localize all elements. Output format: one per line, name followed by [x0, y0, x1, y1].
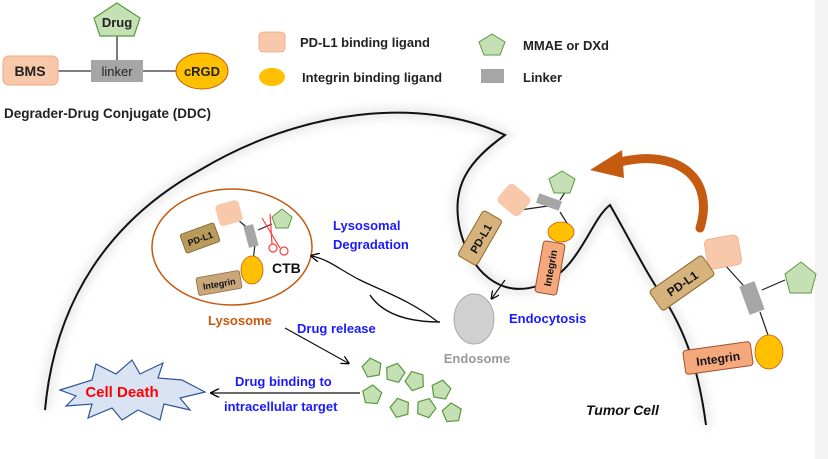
- cell-membrane: [40, 107, 711, 426]
- integrin-receptor-label: Integrin: [695, 349, 741, 369]
- payload-pentagon: [548, 170, 576, 194]
- pdl1-ligand: [497, 183, 531, 217]
- linker-label: linker: [101, 64, 133, 79]
- scissors-icon: [261, 213, 289, 256]
- payload-fragment: [271, 208, 293, 229]
- released-drug-pentagon: [389, 397, 409, 419]
- pdl1-ligand-fragment: [215, 200, 243, 226]
- integrin-ligand: [547, 221, 575, 243]
- integrin-receptor-box: [682, 341, 754, 375]
- pdl1-fragment-box: [179, 222, 221, 254]
- internalizing-conjugate: PD-L1 Integrin: [458, 170, 576, 296]
- drug-release-arrow: [284, 327, 348, 363]
- legend-linker-label: Linker: [523, 70, 562, 85]
- endosome-vesicle: [453, 293, 495, 345]
- drug-binding-label-line2: intracellular target: [224, 399, 338, 414]
- endosome-label: Endosome: [444, 351, 510, 366]
- ddc-caption: Degrader-Drug Conjugate (DDC): [4, 106, 211, 121]
- bms-label: BMS: [14, 63, 45, 79]
- legend: PD-L1 binding ligand Integrin binding li…: [258, 31, 609, 86]
- integrin-receptor: Integrin: [534, 240, 566, 296]
- crgd-ellipse: [175, 52, 229, 90]
- endosome-stalk: [369, 294, 441, 323]
- endocytosis-arrow: [492, 279, 506, 298]
- pdl1-receptor-box: [649, 255, 715, 311]
- drug-release-label: Drug release: [297, 321, 376, 336]
- cell-death-star: [58, 359, 207, 421]
- integrin-receptor: Integrin: [682, 341, 754, 375]
- membrane-line: [44, 111, 707, 426]
- bond: [759, 311, 769, 336]
- bond: [519, 205, 549, 211]
- released-drugs: [361, 357, 462, 423]
- drug-label: Drug: [102, 15, 132, 30]
- released-drug-pentagon: [362, 384, 383, 405]
- legend-payload-label: MMAE or DXd: [523, 38, 609, 53]
- legend-payload-swatch: [478, 33, 506, 56]
- drug-binding-label-line1: Drug binding to: [235, 374, 332, 389]
- lysosomal-label-line1: Lysosomal: [333, 218, 400, 233]
- integrin-ligand: [754, 334, 784, 370]
- linker-fragment: [243, 224, 259, 248]
- legend-pdl1-swatch: [258, 31, 286, 53]
- released-drug-pentagon: [404, 370, 424, 392]
- pdl1-fragment: PD-L1: [179, 222, 221, 254]
- released-drug-pentagon: [441, 402, 462, 423]
- legend-linker-swatch: [481, 69, 504, 83]
- integrin-fragment: Integrin: [195, 270, 243, 296]
- bms-box: [2, 55, 59, 86]
- released-drug-pentagon: [417, 397, 437, 419]
- ddc-structure: Drug BMS linker cRGD Degrader-Drug Conju…: [2, 2, 229, 121]
- crgd-label: cRGD: [184, 64, 220, 79]
- pdl1-receptor: PD-L1: [458, 210, 502, 266]
- lysosomal-label-line2: Degradation: [333, 237, 409, 252]
- integrin-receptor-box: [534, 240, 566, 296]
- ctb-label: CTB: [272, 260, 301, 276]
- surface-conjugate: PD-L1 Integrin: [649, 234, 817, 375]
- right-margin-strip: [815, 0, 828, 459]
- lysosome: PD-L1 Integrin CTB: [151, 188, 313, 306]
- lysosome-label: Lysosome: [208, 313, 272, 328]
- degradation-arrow: [312, 256, 439, 323]
- legend-integrin-swatch: [259, 68, 285, 86]
- lysosome-membrane: [151, 188, 313, 306]
- linker-block: [739, 281, 765, 315]
- pdl1-receptor-box: [458, 210, 502, 266]
- integrin-fragment-box: [195, 270, 243, 296]
- released-drug-pentagon: [361, 357, 382, 378]
- payload-pentagon: [784, 261, 817, 294]
- recycle-arrow: [590, 150, 708, 233]
- recycle-arrow-head: [590, 150, 624, 178]
- linker-box: [91, 60, 143, 82]
- legend-pdl1-label: PD-L1 binding ligand: [300, 35, 430, 50]
- drug-pentagon: [93, 2, 141, 37]
- cell-death-label: Cell Death: [85, 384, 158, 401]
- bond: [761, 279, 786, 291]
- released-drug-pentagon: [431, 379, 452, 400]
- tumor-cell-label: Tumor Cell: [586, 402, 660, 418]
- recycle-arrow-body: [615, 154, 708, 233]
- endosome: Endosome: [444, 293, 510, 366]
- endocytosis-label: Endocytosis: [509, 311, 586, 326]
- released-drug-pentagon: [386, 362, 406, 384]
- cell-death-burst: Cell Death: [58, 359, 207, 421]
- pdl1-ligand: [704, 234, 742, 270]
- bond: [257, 223, 273, 231]
- integrin-ligand-fragment: [240, 255, 264, 285]
- legend-integrin-label: Integrin binding ligand: [302, 70, 442, 85]
- linker-block: [536, 193, 562, 211]
